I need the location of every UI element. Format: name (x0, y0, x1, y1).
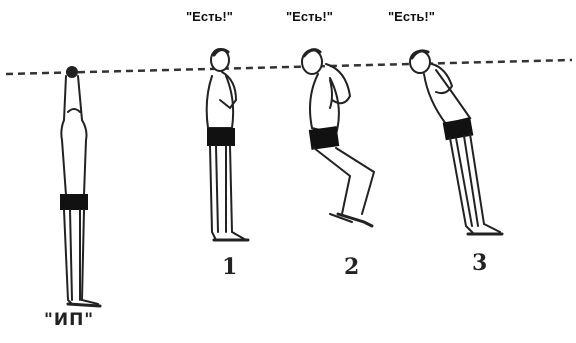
figure-3-chin-over-bar-leaning (409, 49, 504, 236)
step-number-3: 3 (472, 250, 488, 276)
caption-1: "Есть!" (186, 9, 233, 24)
figure-1-chin-over-bar (205, 48, 250, 242)
step-number-2: 2 (344, 254, 360, 280)
start-position-figure (60, 66, 102, 308)
caption-3: "Есть!" (388, 9, 435, 24)
figure-2-chin-over-bar-legs-bent (301, 48, 376, 228)
start-position-label: "ИП" (44, 310, 95, 330)
caption-2: "Есть!" (286, 9, 333, 24)
step-number-1: 1 (222, 254, 238, 280)
horizontal-bar-line (5, 58, 573, 76)
